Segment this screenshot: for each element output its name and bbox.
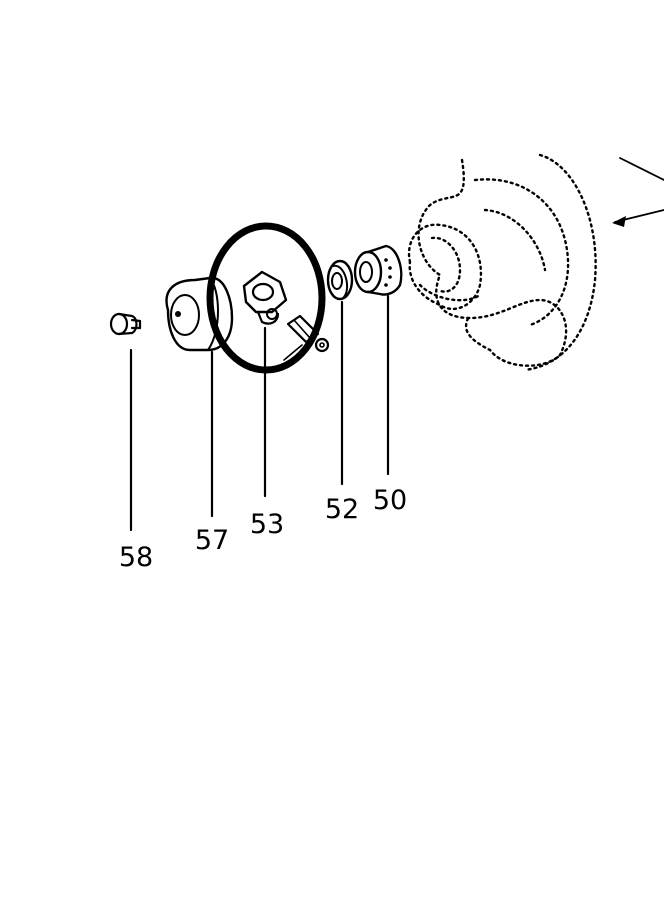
label-part-52: 52 bbox=[325, 494, 359, 525]
label-part-53: 53 bbox=[250, 509, 284, 540]
part-52-washer bbox=[326, 259, 354, 301]
housing-outline bbox=[407, 153, 597, 372]
direction-arrows bbox=[612, 157, 664, 227]
label-part-50: 50 bbox=[373, 485, 407, 516]
label-part-57: 57 bbox=[195, 525, 229, 556]
leader-lines bbox=[129, 294, 390, 532]
part-58-pin bbox=[109, 312, 142, 336]
part-50-hub bbox=[353, 244, 403, 296]
part-53-bracket bbox=[242, 270, 288, 325]
label-part-58: 58 bbox=[119, 542, 153, 573]
